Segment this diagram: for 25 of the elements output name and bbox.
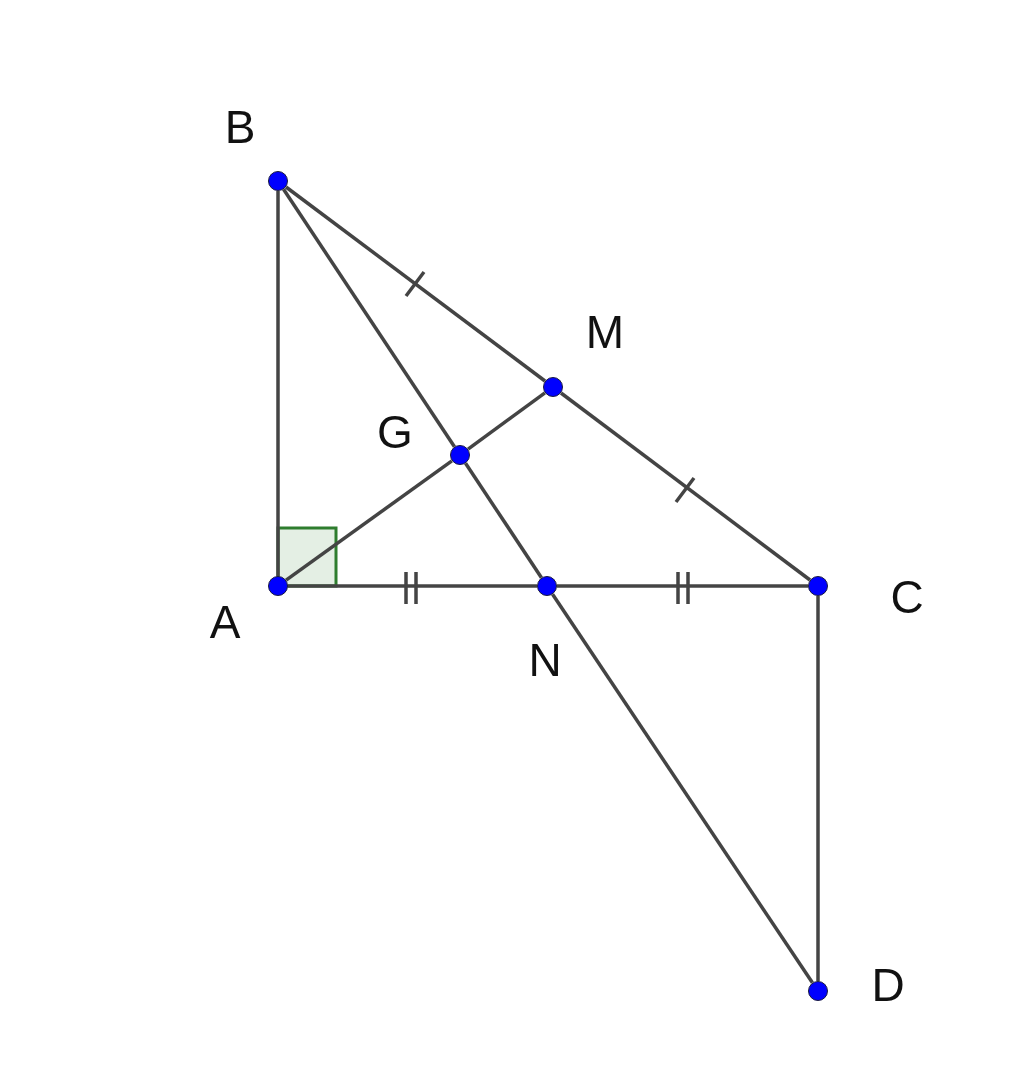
point-dot [450, 445, 470, 465]
line-segment [282, 188, 456, 448]
line-segment [464, 462, 543, 579]
line-segment [288, 584, 537, 588]
line-segment [559, 391, 812, 582]
line-segment [276, 191, 280, 576]
point-dot [808, 981, 828, 1001]
point-label: N [528, 637, 562, 683]
point-label: C [890, 574, 924, 620]
line-segment [285, 459, 453, 582]
point-dot [808, 576, 828, 596]
point-dot [537, 576, 557, 596]
line-segment [284, 185, 547, 383]
point-label: D [871, 962, 905, 1008]
point-dot [268, 171, 288, 191]
line-segment [551, 593, 814, 984]
point-label: M [585, 309, 625, 355]
point-label: G [377, 409, 413, 455]
point-dot [268, 576, 288, 596]
point-label: A [209, 599, 241, 645]
line-segment [816, 596, 820, 981]
line-segment [557, 584, 808, 588]
point-label: B [224, 104, 256, 150]
line-segment [467, 391, 546, 451]
point-dot [543, 377, 563, 397]
